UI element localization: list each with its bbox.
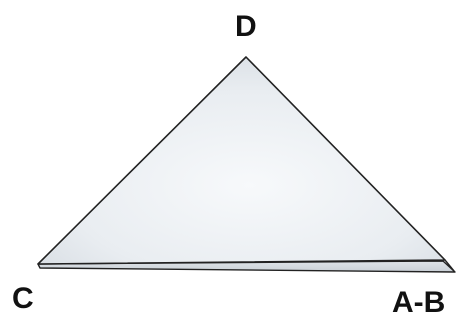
vertex-label-c: C [12, 284, 34, 314]
triangle-face [38, 57, 445, 264]
vertex-label-d: D [235, 12, 257, 42]
vertex-label-ab: A-B [392, 288, 445, 318]
